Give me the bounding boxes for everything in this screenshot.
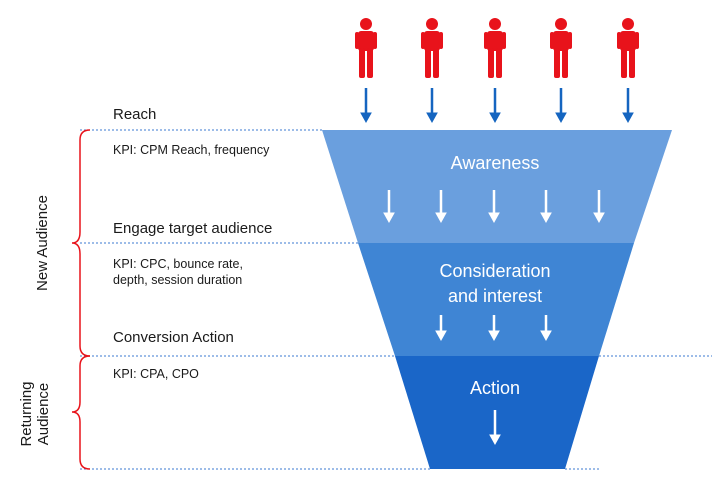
kpi-engage-line2: depth, session duration	[113, 273, 243, 287]
awareness-stage	[322, 130, 672, 243]
consideration-title-line1: Consideration	[439, 261, 551, 281]
arrow-down-icon	[426, 88, 438, 124]
arrow-down-icon	[540, 315, 552, 342]
conversion-label: Conversion Action	[113, 329, 234, 346]
incoming-arrows	[360, 88, 634, 124]
kpi-reach-label: KPI: CPM Reach, frequency	[113, 143, 270, 157]
arrow-down-icon	[435, 315, 447, 342]
new-audience-bracket	[71, 129, 91, 357]
arrow-down-icon	[435, 190, 447, 224]
returning-audience-bracket	[71, 355, 91, 470]
returning-audience-line2: Audience	[35, 382, 52, 446]
person-icon	[550, 18, 572, 78]
arrow-down-icon	[488, 190, 500, 224]
action-title: Action	[469, 378, 521, 398]
arrow-down-icon	[383, 190, 395, 224]
consideration-stage	[358, 243, 634, 356]
person-icon	[421, 18, 443, 78]
action-stage	[395, 356, 599, 469]
new-audience-label: New Audience	[34, 195, 51, 291]
returning-audience-label: Returning Audience	[18, 364, 54, 464]
consideration-title-line2: and interest	[447, 286, 543, 306]
arrow-down-icon	[622, 88, 634, 124]
arrow-down-icon	[489, 410, 501, 446]
arrow-down-icon	[555, 88, 567, 124]
returning-audience-line1: Returning	[18, 381, 35, 447]
engage-label: Engage target audience	[113, 220, 273, 237]
arrow-down-icon	[360, 88, 372, 124]
person-icon	[617, 18, 639, 78]
arrow-down-icon	[593, 190, 605, 224]
person-icon	[355, 18, 377, 78]
arrow-down-icon	[540, 190, 552, 224]
kpi-conversion-label: KPI: CPA, CPO	[113, 367, 199, 381]
funnel-arrows	[383, 190, 605, 446]
separator-lines	[80, 129, 712, 470]
arrow-down-icon	[488, 315, 500, 342]
kpi-engage-line1: KPI: CPC, bounce rate,	[113, 257, 243, 271]
awareness-title: Awareness	[450, 153, 540, 173]
arrow-down-icon	[489, 88, 501, 124]
person-icon	[484, 18, 506, 78]
people-row	[355, 18, 639, 78]
reach-label: Reach	[113, 106, 157, 123]
